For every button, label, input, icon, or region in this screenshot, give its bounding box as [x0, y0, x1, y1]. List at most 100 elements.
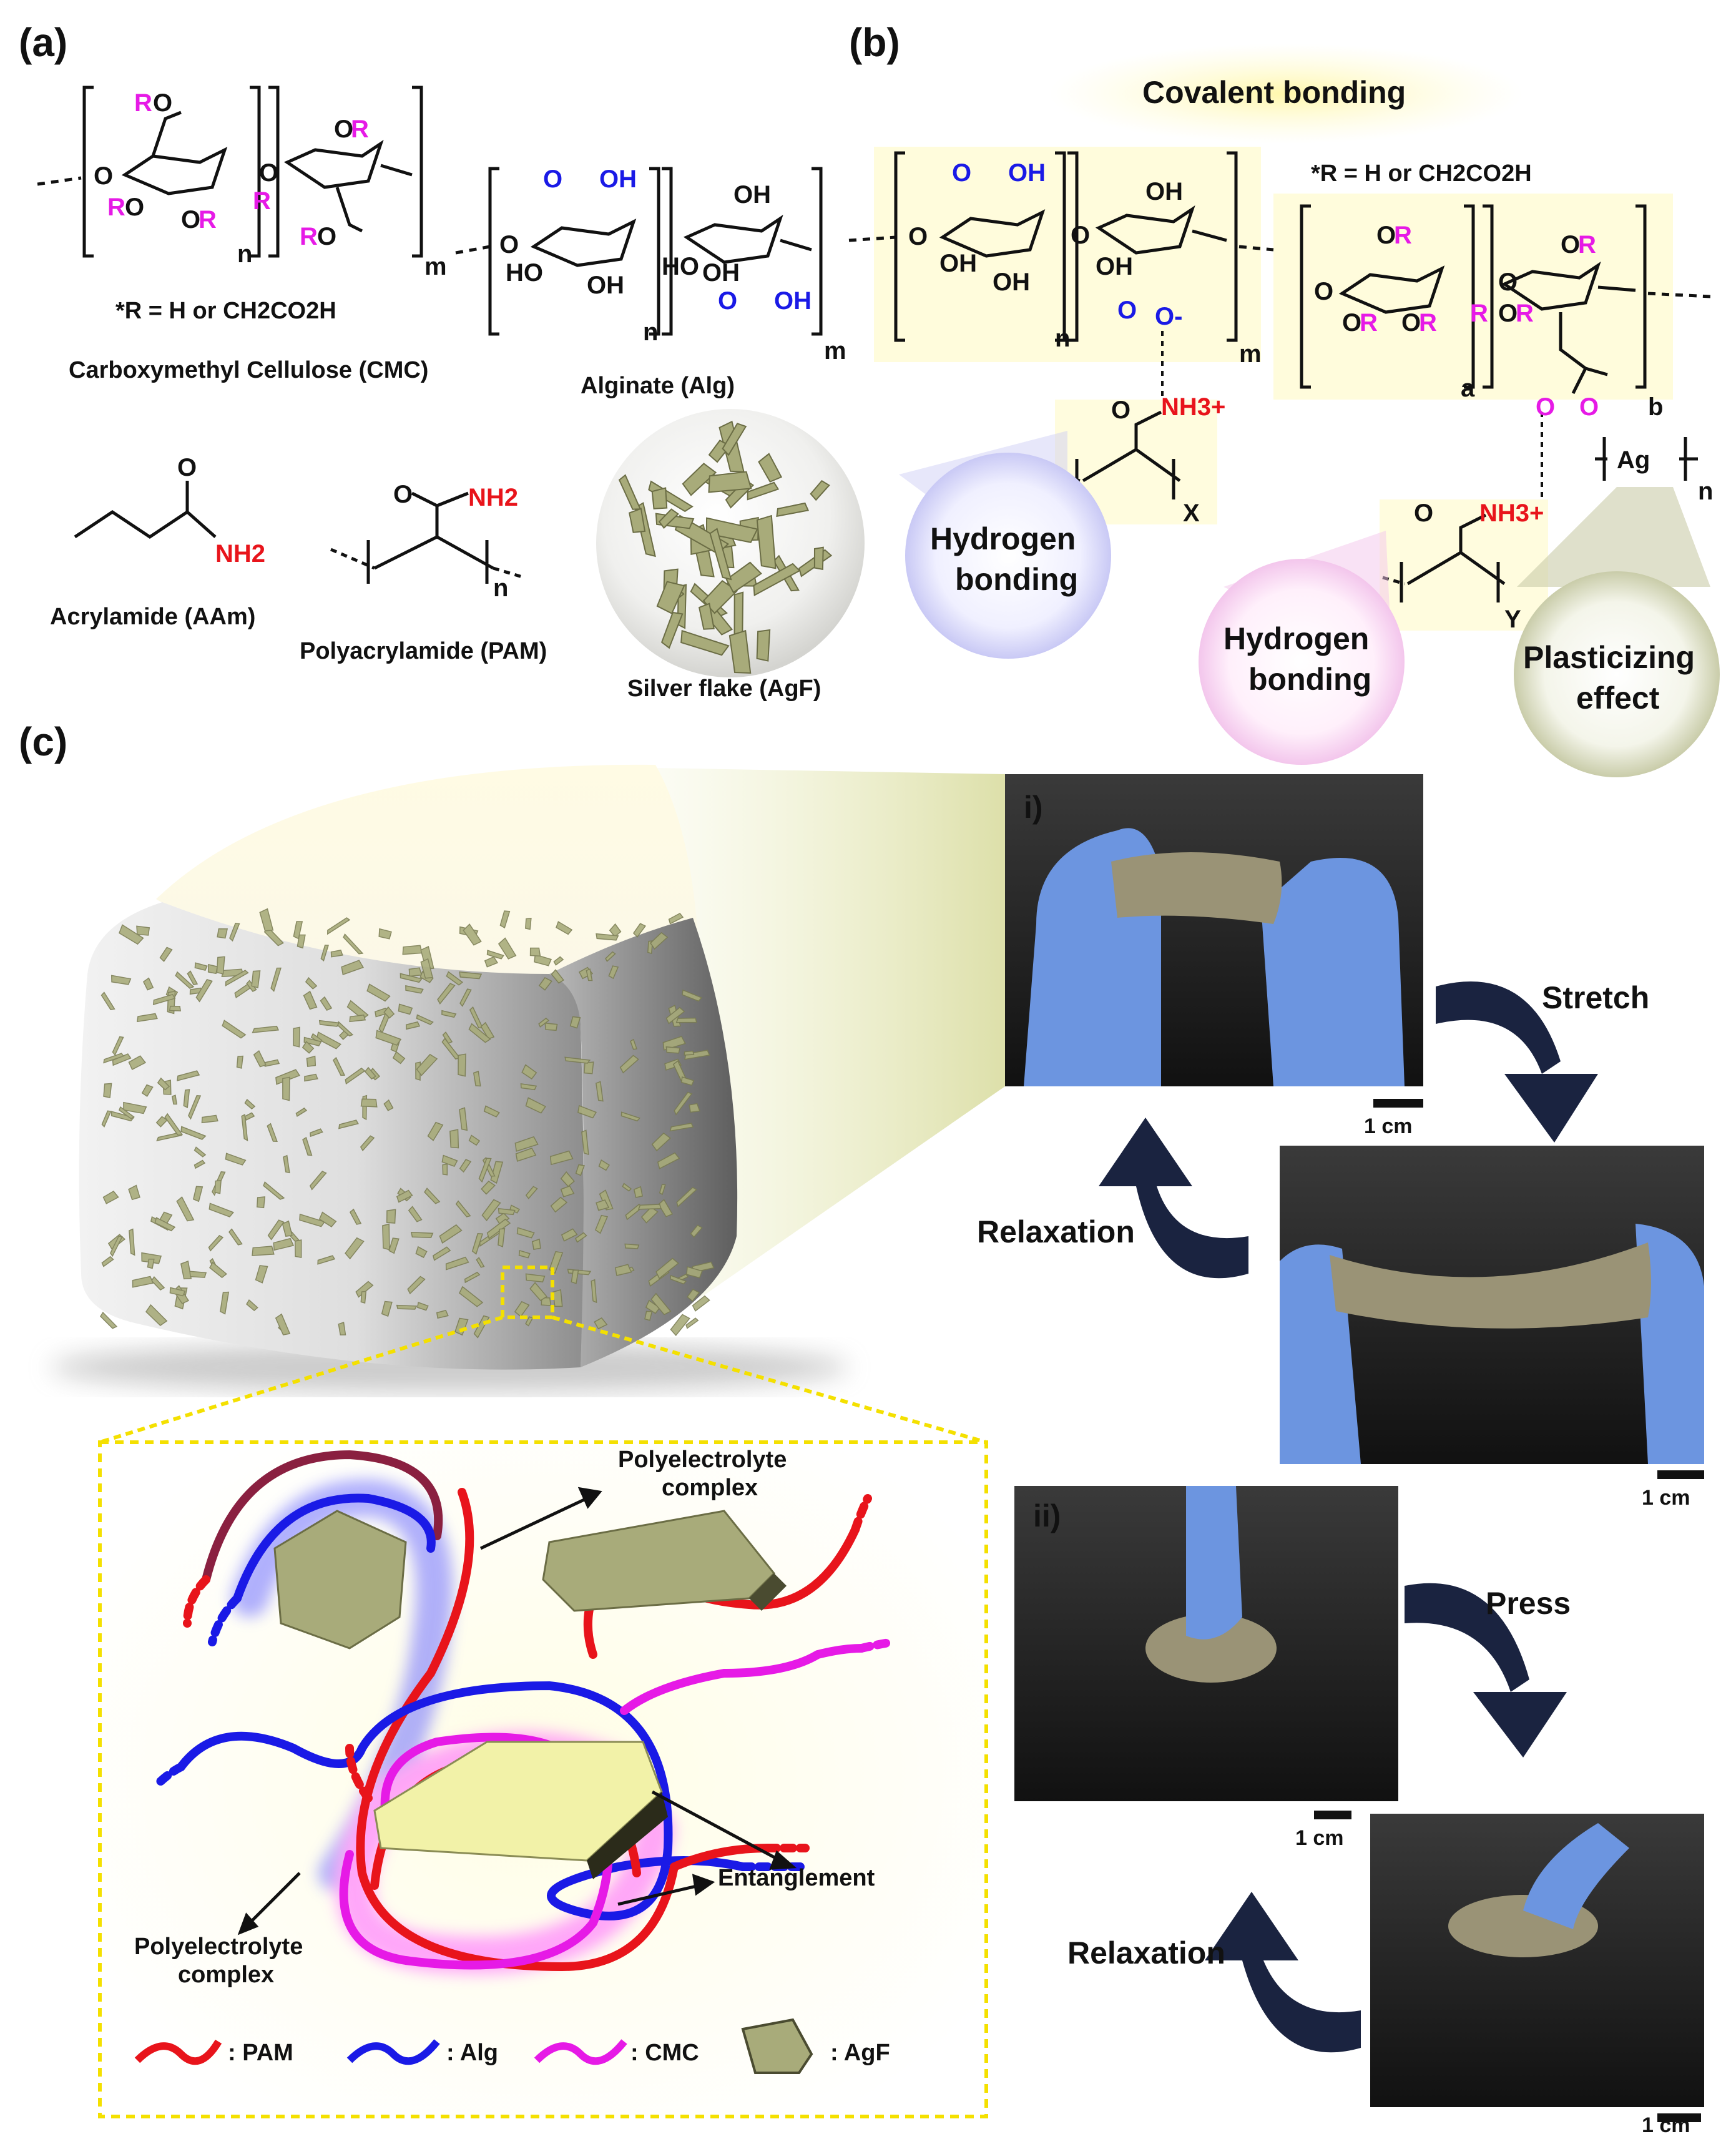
svg-text:OH: OH: [587, 272, 624, 299]
svg-text:R: R: [300, 223, 318, 250]
flake: [595, 1214, 609, 1234]
flake: [101, 1256, 114, 1267]
flake: [525, 1316, 534, 1327]
flake: [207, 963, 218, 975]
svg-text:HO: HO: [662, 253, 699, 280]
flake: [756, 629, 771, 662]
svg-text:O: O: [317, 223, 336, 250]
flake: [128, 1184, 140, 1201]
flake: [427, 1121, 444, 1141]
panel-b-cmc-atoms: O O R O R O R R O O R O R O O a b: [1314, 222, 1663, 421]
flake: [137, 1013, 158, 1023]
flake: [459, 1107, 468, 1131]
svg-text:NH3+: NH3+: [1479, 499, 1544, 527]
flake: [675, 1017, 697, 1023]
cube-projection: [655, 768, 1005, 1299]
flake: [305, 976, 318, 990]
flake: [241, 1114, 248, 1141]
flake: [676, 1186, 697, 1207]
svg-text:X: X: [1183, 499, 1200, 527]
flake: [569, 1016, 581, 1029]
pec-bottom-1: Polyelectrolyte: [134, 1934, 303, 1960]
flake: [147, 1259, 155, 1269]
flake: [445, 1256, 469, 1271]
flake: [680, 1076, 695, 1086]
flake: [141, 1084, 154, 1098]
flake: [486, 1218, 511, 1240]
flake: [441, 1010, 457, 1018]
acrylamide-structure: [74, 481, 217, 539]
flake: [188, 1095, 202, 1120]
svg-text:OH: OH: [1096, 253, 1133, 280]
svg-text:OH: OH: [702, 259, 740, 287]
svg-text:R: R: [1578, 231, 1596, 258]
panel-b-r-note: *R = H or CH2CO2H: [1311, 160, 1532, 187]
svg-text:O: O: [1414, 499, 1433, 527]
flake: [295, 1107, 308, 1118]
svg-text:OH: OH: [774, 287, 812, 315]
svg-text:R: R: [351, 116, 369, 143]
flake: [442, 1163, 448, 1176]
flake: [194, 1146, 207, 1158]
legend-agf-label: : AgF: [830, 2040, 890, 2066]
photo-i-scale: 1 cm: [1364, 1114, 1413, 1138]
flake: [302, 1041, 315, 1054]
svg-text:HO: HO: [506, 259, 543, 287]
svg-text:R: R: [134, 89, 152, 117]
flake: [534, 953, 552, 966]
flake: [473, 1070, 481, 1087]
pam-o: O: [393, 481, 413, 508]
flake: [338, 1321, 346, 1335]
legend-alg-swatch: [346, 2039, 440, 2065]
flake: [222, 1020, 247, 1039]
flake: [476, 1257, 485, 1268]
flake: [180, 1126, 207, 1140]
relaxation-arrow-2: [1205, 1892, 1361, 2053]
flake: [169, 1005, 182, 1011]
flake: [560, 1185, 575, 1197]
panel-b-cmc-structure: [1300, 204, 1711, 499]
svg-text:m: m: [1239, 340, 1262, 368]
flake: [364, 1066, 376, 1080]
flake: [608, 965, 619, 980]
flake: [214, 1179, 222, 1194]
pec-top-2: complex: [662, 1475, 758, 1501]
flake: [187, 970, 199, 985]
plast-cone: [1517, 487, 1710, 587]
svg-text:Y: Y: [1504, 606, 1521, 633]
svg-text:OH: OH: [1145, 178, 1183, 205]
flake: [651, 487, 668, 509]
flake: [378, 928, 392, 940]
flake: [177, 1070, 200, 1081]
relaxation-arrow-1: [1099, 1118, 1248, 1279]
flake: [459, 971, 483, 980]
flake: [684, 1050, 695, 1056]
flake: [154, 1217, 176, 1232]
flake: [349, 1208, 362, 1225]
flake: [776, 502, 810, 518]
flake: [471, 1233, 484, 1255]
flake: [478, 1158, 492, 1183]
flake: [632, 923, 646, 938]
flake: [484, 956, 499, 968]
flake: [400, 973, 423, 983]
svg-text:O: O: [1314, 278, 1333, 305]
flake: [244, 1112, 255, 1121]
alg-highlight: [874, 147, 1261, 362]
svg-text:O: O: [1401, 309, 1421, 337]
flake: [756, 514, 777, 569]
stretch-arrow: [1436, 981, 1598, 1143]
flake: [810, 479, 830, 501]
photo-i-stretched-scale: 1 cm: [1642, 1486, 1690, 1510]
flake: [682, 463, 717, 496]
flake: [529, 1282, 548, 1302]
flake: [228, 1228, 243, 1246]
legend-alg-label: : Alg: [446, 2040, 498, 2066]
svg-text:n: n: [237, 240, 252, 268]
flake: [293, 921, 303, 940]
flake: [556, 921, 573, 935]
flake: [225, 1153, 247, 1166]
svg-text:R: R: [107, 194, 125, 221]
flake: [141, 1252, 162, 1264]
flake: [658, 508, 679, 529]
